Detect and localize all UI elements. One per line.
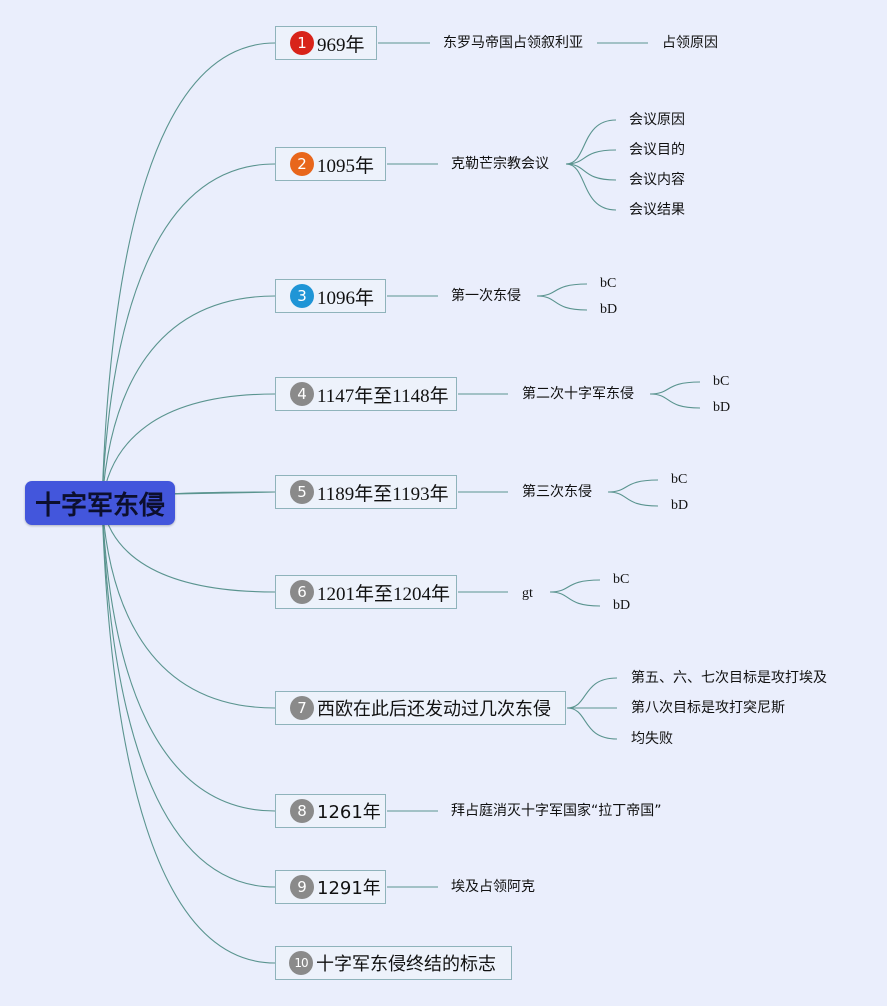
number-badge-icon: 2 bbox=[290, 152, 314, 176]
number-badge-icon: 8 bbox=[290, 799, 314, 823]
leaf-2-2[interactable]: 会议目的 bbox=[629, 142, 685, 158]
leaf-2-3[interactable]: 会议内容 bbox=[629, 172, 685, 188]
topic-label: 1096年 bbox=[317, 287, 375, 309]
number-badge-icon: 1 bbox=[290, 31, 314, 55]
number-badge-icon: 10 bbox=[289, 951, 313, 975]
root-connector-8 bbox=[101, 502, 276, 812]
leaf-connector bbox=[607, 491, 659, 507]
leaf-connector bbox=[565, 119, 617, 165]
leaf-1-1[interactable]: 占领原因 bbox=[662, 35, 718, 51]
number-badge-icon: 7 bbox=[290, 696, 314, 720]
leaf-connector bbox=[565, 149, 617, 165]
leaf-7-3[interactable]: 均失败 bbox=[631, 731, 673, 747]
subtopic-1[interactable]: 东罗马帝国占领叙利亚 bbox=[443, 35, 583, 51]
leaf-3-2[interactable]: bD bbox=[600, 302, 618, 317]
root-connector-7 bbox=[101, 502, 276, 709]
leaf-4-2[interactable]: bD bbox=[713, 400, 731, 415]
subtopic-9[interactable]: 埃及占领阿克 bbox=[451, 879, 535, 895]
leaf-connector bbox=[649, 381, 701, 395]
topic-label: 1189年至1193年 bbox=[317, 483, 449, 505]
topic-label: 西欧在此后还发动过几次东侵 bbox=[317, 699, 551, 720]
leaf-connector bbox=[566, 707, 618, 740]
topic-label: 1147年至1148年 bbox=[317, 385, 449, 407]
subtopic-8[interactable]: 拜占庭消灭十字军国家“拉丁帝国” bbox=[451, 803, 662, 819]
topic-label: 969年 bbox=[317, 34, 365, 56]
leaf-5-1[interactable]: bC bbox=[671, 472, 688, 487]
root-connector-3 bbox=[101, 295, 276, 504]
subtopic-5[interactable]: 第三次东侵 bbox=[522, 484, 592, 500]
root-connector-2 bbox=[101, 163, 276, 504]
subtopic-2[interactable]: 克勒芒宗教会议 bbox=[451, 156, 549, 172]
root-connector-main bbox=[174, 491, 276, 495]
leaf-connector bbox=[649, 393, 701, 409]
leaf-connector bbox=[536, 295, 588, 311]
leaf-7-2[interactable]: 第八次目标是攻打突尼斯 bbox=[631, 700, 785, 716]
root-connector-9 bbox=[101, 502, 276, 888]
leaf-connector bbox=[566, 677, 618, 709]
root-connector-10 bbox=[101, 502, 276, 964]
leaf-2-4[interactable]: 会议结果 bbox=[629, 202, 685, 218]
topic-label: 1201年至1204年 bbox=[317, 583, 451, 605]
number-badge-icon: 9 bbox=[290, 875, 314, 899]
leaf-connector bbox=[607, 479, 659, 493]
leaf-4-1[interactable]: bC bbox=[713, 374, 730, 389]
number-badge-icon: 3 bbox=[290, 284, 314, 308]
subtopic-4[interactable]: 第二次十字军东侵 bbox=[522, 386, 634, 402]
number-badge-icon: 5 bbox=[290, 480, 314, 504]
leaf-2-1[interactable]: 会议原因 bbox=[629, 112, 685, 128]
topic-label: 十字军东侵终结的标志 bbox=[316, 954, 496, 975]
root-topic-label: 十字军东侵 bbox=[34, 490, 165, 521]
subtopic-6[interactable]: gt bbox=[522, 586, 533, 601]
root-connector-1 bbox=[101, 42, 276, 504]
topic-label: 1095年 bbox=[317, 155, 375, 177]
topic-label: 1291年 bbox=[317, 878, 381, 899]
topic-label: 1261年 bbox=[317, 802, 381, 823]
leaf-5-2[interactable]: bD bbox=[671, 498, 689, 513]
leaf-6-1[interactable]: bC bbox=[613, 572, 630, 587]
leaf-connector bbox=[549, 591, 601, 607]
leaf-connector bbox=[549, 579, 601, 593]
subtopic-3[interactable]: 第一次东侵 bbox=[451, 288, 521, 304]
root-topic[interactable]: 十字军东侵 bbox=[25, 481, 175, 525]
leaf-7-1[interactable]: 第五、六、七次目标是攻打埃及 bbox=[631, 670, 827, 686]
leaf-3-1[interactable]: bC bbox=[600, 276, 617, 291]
leaf-connector bbox=[565, 163, 617, 211]
number-badge-icon: 6 bbox=[290, 580, 314, 604]
leaf-6-2[interactable]: bD bbox=[613, 598, 631, 613]
leaf-connector bbox=[565, 163, 617, 181]
leaf-connector bbox=[536, 283, 588, 297]
number-badge-icon: 4 bbox=[290, 382, 314, 406]
